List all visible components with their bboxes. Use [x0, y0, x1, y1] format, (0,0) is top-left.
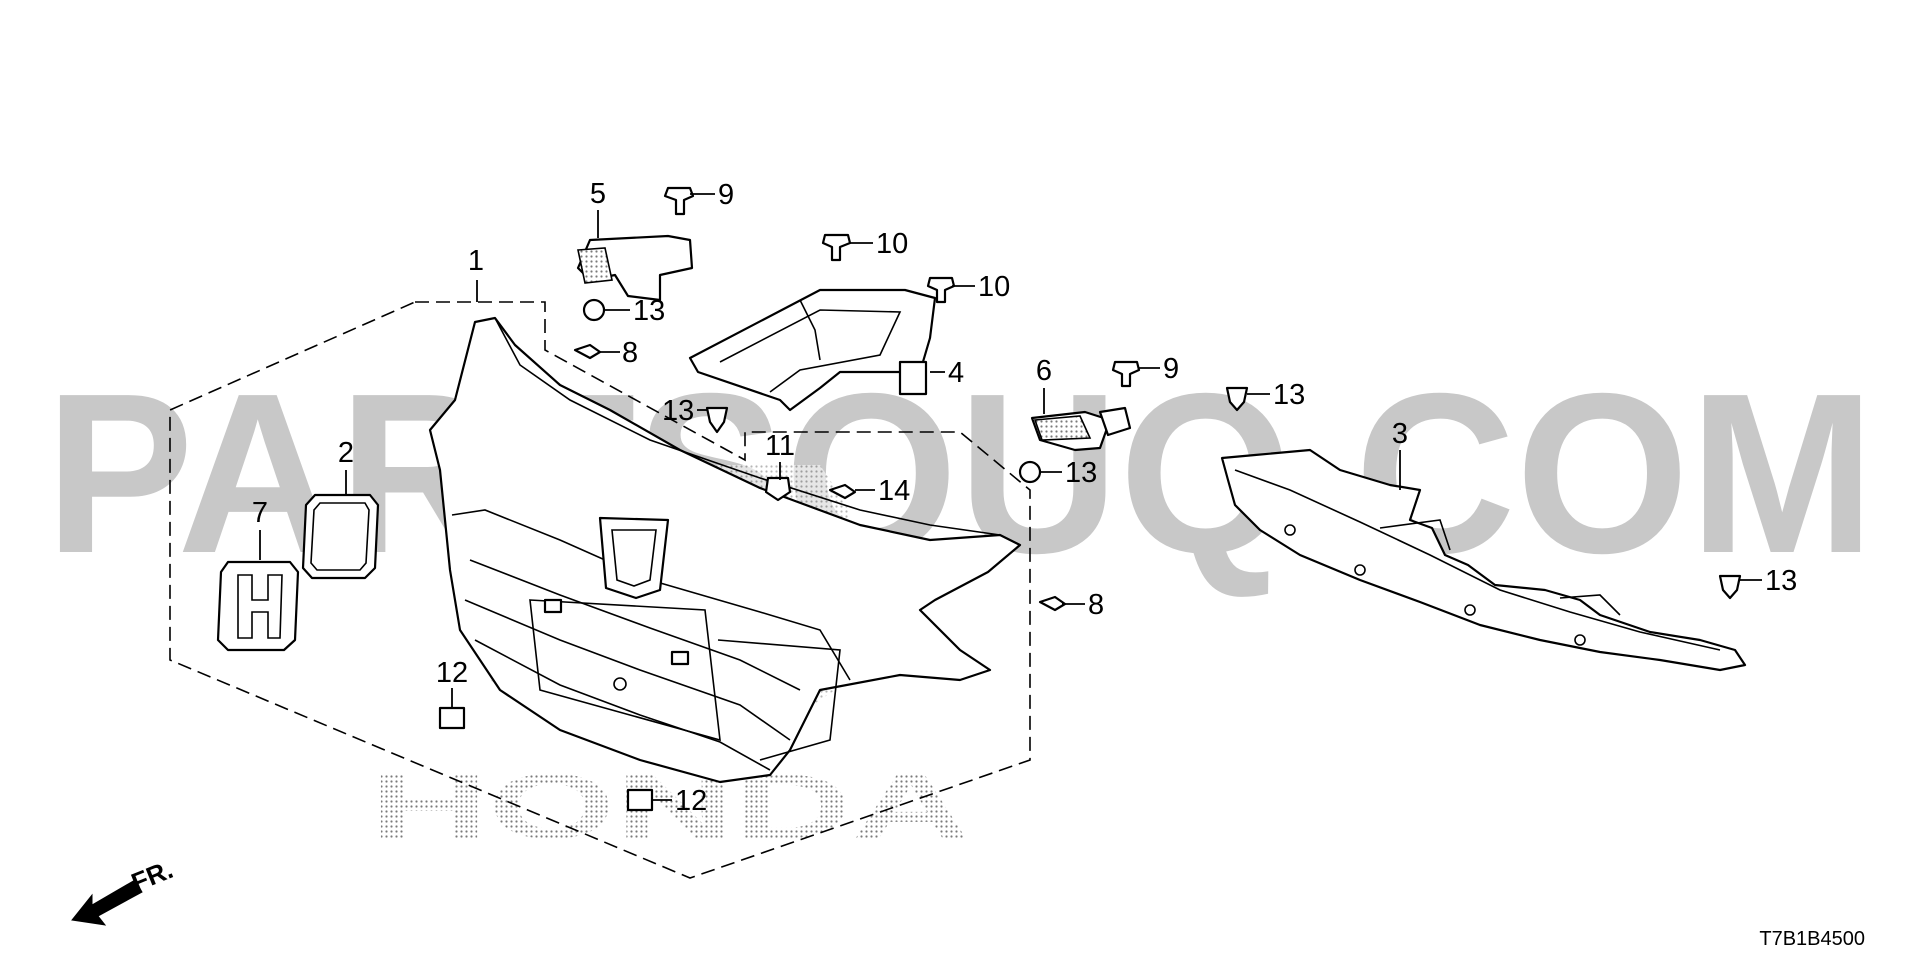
front-arrow-icon: [71, 879, 143, 926]
callout-1: 1: [468, 245, 484, 277]
callout-13e: 13: [1765, 565, 1797, 597]
fastener-clip-12b: [626, 788, 654, 812]
callout-11: 11: [765, 430, 795, 462]
air-duct-part: [688, 288, 937, 412]
callout-6: 6: [1036, 355, 1052, 387]
callout-7: 7: [252, 497, 268, 529]
callout-8b: 8: [1088, 589, 1104, 621]
callout-13c: 13: [1065, 457, 1097, 489]
fastener-clip-13d: [1225, 386, 1249, 412]
callout-4: 4: [948, 357, 964, 389]
callout-13d: 13: [1273, 379, 1305, 411]
callout-3: 3: [1392, 418, 1408, 450]
callout-9b: 9: [1163, 353, 1179, 385]
callout-13a: 13: [633, 295, 665, 327]
callout-14: 14: [878, 475, 910, 507]
emblem-ring-part: [301, 493, 380, 580]
fastener-clip-11: [764, 476, 792, 502]
fastener-clip-9a: [663, 186, 695, 216]
h-emblem-part: [216, 560, 300, 652]
callout-9a: 9: [718, 179, 734, 211]
fastener-clip-13e: [1718, 574, 1742, 600]
fastener-clip-12a: [438, 706, 466, 730]
fastener-clip-9b: [1111, 360, 1141, 388]
callout-13b: 13: [662, 395, 694, 427]
callout-10b: 10: [978, 271, 1010, 303]
lower-cover-part: [1220, 448, 1747, 672]
callout-12a: 12: [436, 657, 468, 689]
fastener-bolt-10b: [926, 276, 956, 304]
leader-lines: [259, 193, 1762, 801]
callout-2: 2: [338, 437, 354, 469]
front-grille-part: [428, 316, 1022, 784]
diagram-code: T7B1B4500: [1759, 928, 1865, 950]
fastener-screw-14: [828, 483, 857, 500]
callout-12b: 12: [675, 785, 707, 817]
callout-10a: 10: [876, 228, 908, 260]
fastener-clip-13b: [705, 406, 729, 434]
honda-watermark-text: HONDA: [370, 756, 970, 858]
callout-5: 5: [590, 178, 606, 210]
front-direction-indicator: FR.: [71, 854, 177, 926]
callout-8a: 8: [622, 337, 638, 369]
fastener-nut-13a: [582, 298, 606, 322]
fastener-bolt-10a: [821, 233, 852, 262]
fastener-nut-13c: [1018, 460, 1042, 484]
upper-bracket-part: [576, 234, 694, 302]
sensor-bracket-part: [1030, 406, 1132, 452]
assembly-frame: [169, 301, 1031, 879]
